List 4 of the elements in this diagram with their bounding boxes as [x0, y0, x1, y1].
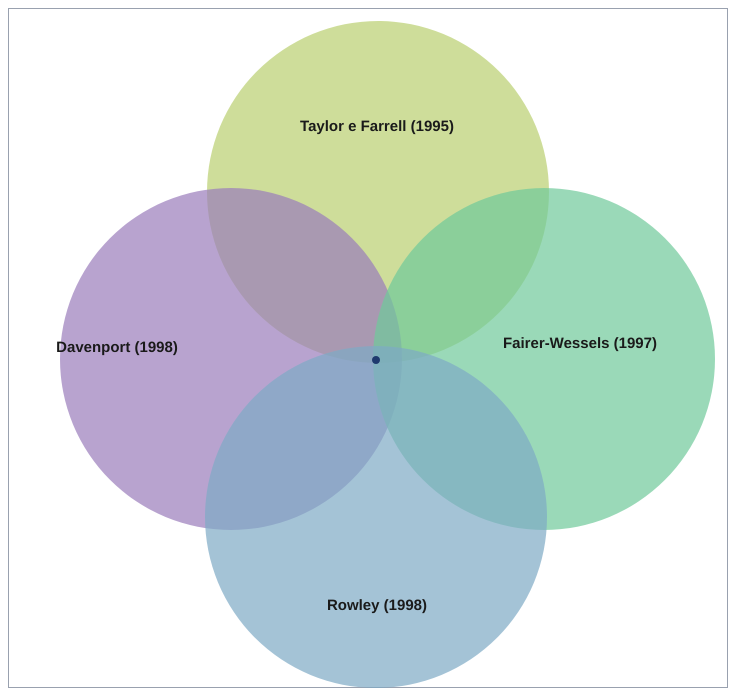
circle-label: Rowley (1998): [326, 596, 428, 615]
circle-label: Fairer-Wessels (1997): [502, 334, 658, 353]
circle-label: Davenport (1998): [55, 338, 179, 357]
circle-label: Taylor e Farrell (1995): [299, 117, 455, 136]
